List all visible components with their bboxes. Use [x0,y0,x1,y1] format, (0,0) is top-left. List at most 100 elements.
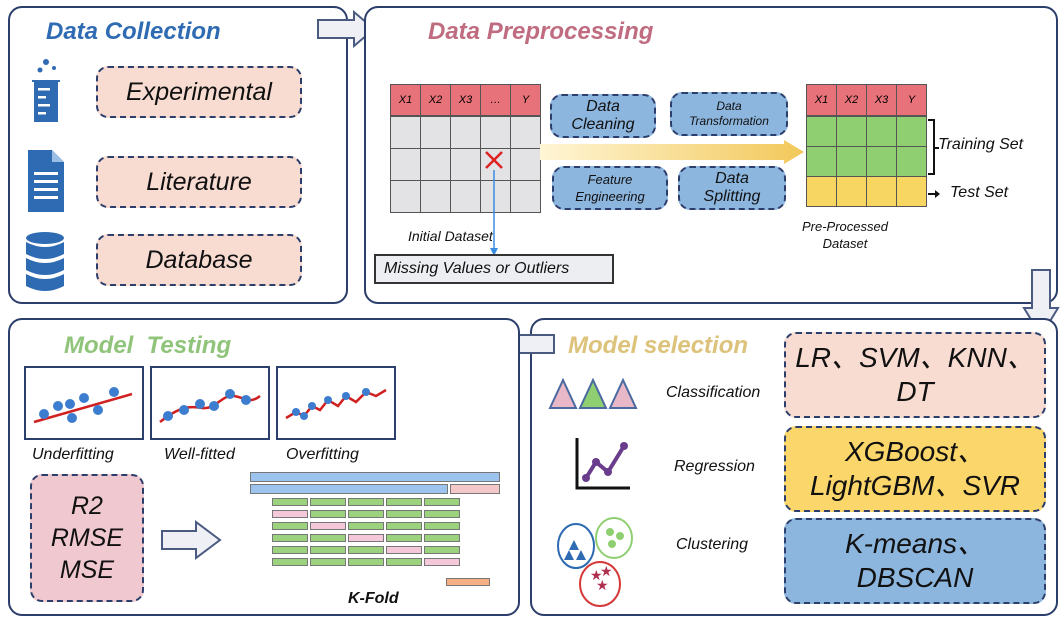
kfold-fold-cell [272,546,308,554]
preprocessing-flow-arrow [540,140,804,164]
data-collection-title: Data Collection [46,18,221,45]
overfitting-plot [276,366,396,440]
preprocessed-table-header: X1 [806,84,837,116]
step-data-splitting: Data Splitting [678,166,786,210]
data-collection-panel: Data Collection Experimental Literature … [8,6,348,304]
initial-table-cell [480,116,511,149]
svg-text:★: ★ [600,563,613,579]
database-icon [26,232,64,291]
arrow-metrics-to-kfold [161,520,222,560]
initial-table-cell [420,116,451,149]
kfold-test-bar [450,484,500,494]
underfitting-plot [24,366,144,440]
model-selection-title: Model selection [568,332,749,359]
step-data-transformation: Data Transformation [670,92,788,136]
kfold-fold-cell [348,510,384,518]
clusters-icon: ★ ★ ★ [557,517,633,607]
kfold-fold-cell [424,498,460,506]
kfold-fold-cell [272,510,308,518]
initial-table-cell [390,116,421,149]
source-experimental: Experimental [96,66,302,118]
kfold-fold-cell [272,498,308,506]
source-literature: Literature [96,156,302,208]
kfold-fold-cell [310,522,346,530]
kfold-fold-cell [272,522,308,530]
kfold-fold-cell [272,534,308,542]
initial-dataset-label: Initial Dataset [408,228,493,244]
model-testing-title: Model Testing [64,332,232,359]
initial-table-cell [450,116,481,149]
kfold-fold-cell [386,522,422,530]
kfold-fold-cell [424,510,460,518]
step-data-cleaning: Data Cleaning [550,94,656,138]
kfold-test-data-cell [446,578,490,586]
test-row-cell [896,176,927,207]
initial-table-header: X3 [450,84,481,116]
kfold-label: K-Fold [348,590,399,607]
source-database: Database [96,234,302,286]
training-row-cell [896,116,927,147]
initial-table-cell [480,180,511,213]
training-row-cell [806,146,837,177]
initial-table-header: X2 [420,84,451,116]
kfold-fold-cell [386,546,422,554]
initial-table-cell [510,116,541,149]
kfold-fold-cell [386,558,422,566]
kfold-fold-cell [424,546,460,554]
missing-value-marker [485,151,503,256]
classification-label: Classification [666,384,761,401]
kfold-fold-cell [424,558,460,566]
test-row-cell [806,176,837,207]
initial-table-cell [390,180,421,213]
test-row-cell [836,176,867,207]
kfold-fold-cell [348,498,384,506]
triangles-icon [548,377,638,409]
kfold-fold-cell [272,558,308,566]
line-plot-icon [575,438,630,490]
training-row-cell [866,146,897,177]
initial-table-cell [450,148,481,181]
kfold-fold-cell [386,498,422,506]
initial-table-cell [510,180,541,213]
test-set-label: Test Set [950,184,1009,201]
preprocessed-table-header: X2 [836,84,867,116]
training-set-bracket [928,119,940,198]
initial-table-cell [420,180,451,213]
svg-text:★: ★ [590,567,603,583]
training-row-cell [836,116,867,147]
document-icon [28,150,64,212]
preprocessed-table-header: X3 [866,84,897,116]
training-set-label: Training Set [938,136,1024,153]
kfold-fold-cell [424,534,460,542]
kfold-fold-cell [310,534,346,542]
beaker-icon [32,59,60,122]
initial-table-header: X1 [390,84,421,116]
kfold-fold-cell [386,510,422,518]
underfitting-label: Underfitting [32,446,114,463]
initial-table-cell [420,148,451,181]
classification-models: LR、SVM、KNN、 DT [784,332,1046,418]
kfold-fold-cell [310,498,346,506]
kfold-all-data-bar [250,472,500,482]
training-row-cell [896,146,927,177]
well-fitted-plot [150,366,270,440]
training-row-cell [836,146,867,177]
kfold-fold-cell [348,534,384,542]
well-fitted-label: Well-fitted [164,446,235,463]
kfold-fold-cell [424,522,460,530]
regression-label: Regression [674,458,755,475]
initial-table-cell [480,148,511,181]
kfold-fold-cell [310,546,346,554]
missing-values-label: Missing Values or Outliers [374,254,614,284]
preprocessed-dataset-label: Pre-Processed Dataset [802,219,888,251]
initial-table-cell [510,148,541,181]
data-preprocessing-title: Data Preprocessing [428,18,654,45]
step-feature-engineering: Feature Engineering [552,166,668,210]
kfold-fold-cell [348,522,384,530]
metrics-box: R2 RMSE MSE [30,474,144,602]
overfitting-label: Overfitting [286,446,359,463]
kfold-fold-cell [348,558,384,566]
test-row-cell [866,176,897,207]
training-row-cell [806,116,837,147]
svg-text:★: ★ [596,577,609,593]
